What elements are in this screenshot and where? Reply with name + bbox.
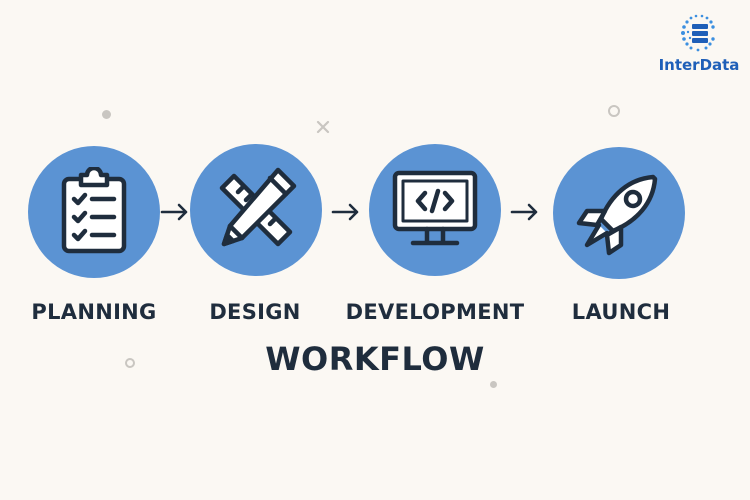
step-launch-label: LAUNCH <box>571 300 671 324</box>
arrow-right-icon <box>510 203 538 221</box>
step-development-circle <box>369 144 501 276</box>
step-design-label: DESIGN <box>209 300 301 324</box>
logo-globe-icon <box>681 14 715 52</box>
diagram-title: WORKFLOW <box>265 340 485 378</box>
arrow-right-icon <box>331 203 359 221</box>
decor-cross-icon <box>316 120 330 134</box>
step-launch-circle <box>553 147 685 279</box>
rocket-icon <box>576 174 658 256</box>
decor-ring <box>608 105 620 117</box>
arrow-right-icon <box>160 203 188 221</box>
clipboard-checklist-icon <box>61 167 127 254</box>
decor-dot <box>490 381 497 388</box>
decor-ring <box>125 358 135 368</box>
logo-name: InterData <box>658 56 740 74</box>
interdata-logo: InterData <box>654 12 744 82</box>
step-development-label: DEVELOPMENT <box>345 300 525 324</box>
step-design-circle <box>190 144 322 276</box>
decor-dot <box>102 110 111 119</box>
code-monitor-icon <box>392 170 478 246</box>
step-planning-circle <box>28 146 160 278</box>
pencil-ruler-icon <box>219 167 297 247</box>
step-planning-label: PLANNING <box>31 300 157 324</box>
